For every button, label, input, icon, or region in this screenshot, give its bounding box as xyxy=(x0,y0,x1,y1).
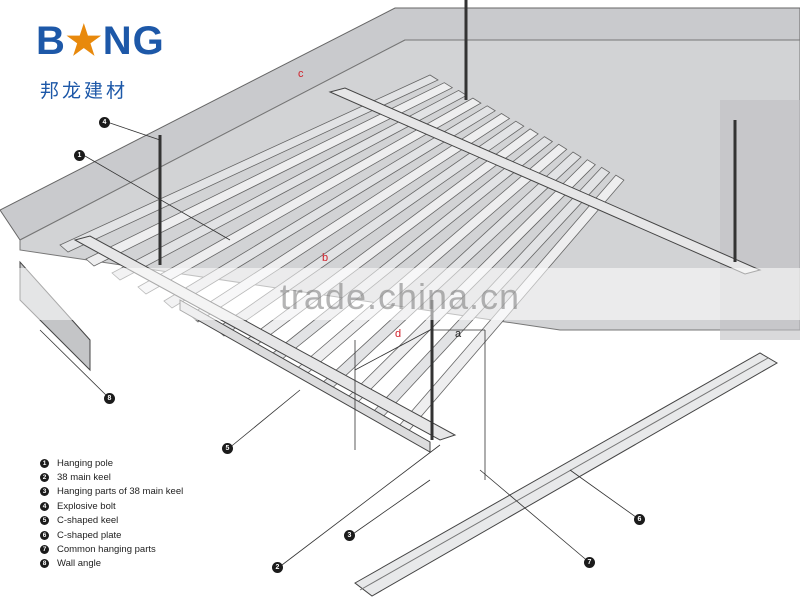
loose-c-plate-edge xyxy=(359,357,769,591)
legend-label: C-shaped plate xyxy=(57,529,122,541)
legend-row: 5 C-shaped keel xyxy=(40,514,240,528)
legend-row: 6 C-shaped plate xyxy=(40,528,240,542)
callout-1: 1 xyxy=(74,150,85,161)
legend-number: 3 xyxy=(40,487,49,497)
dimension-label-a: a xyxy=(455,328,462,340)
callout-5: 5 xyxy=(222,443,233,454)
logo-wordmark: B★NG xyxy=(36,18,165,64)
dimension-label-c: c xyxy=(298,68,304,80)
parts-legend: 1 Hanging pole 2 38 main keel 3 Hanging par… xyxy=(40,456,240,571)
leader-lines xyxy=(39,122,641,569)
legend-label: Wall angle xyxy=(57,558,102,570)
legend-row: 4 Explosive bolt xyxy=(40,499,240,513)
dimension-lines xyxy=(354,329,486,480)
brand-logo: B★NG 邦龙建材 xyxy=(36,18,206,108)
legend-number: 6 xyxy=(40,530,49,540)
dimension-label-b: b xyxy=(322,252,329,264)
watermark-band xyxy=(0,268,800,320)
watermark-text: trade.china.cn xyxy=(279,276,521,317)
legend-row: 2 38 main keel xyxy=(40,470,240,484)
dimension-label-d: d xyxy=(395,328,402,340)
callout-7: 7 xyxy=(584,557,595,568)
logo-star-icon: ★ xyxy=(65,19,103,63)
c-shaped-plate-strip xyxy=(85,82,454,267)
logo-letters-ng: NG xyxy=(102,19,165,63)
legend-number: 1 xyxy=(40,458,49,468)
legend-row: 3 Hanging parts of 38 main keel xyxy=(40,485,240,499)
logo-chinese-name: 邦龙建材 xyxy=(40,80,129,102)
legend-row: 7 Common hanging parts xyxy=(40,542,240,556)
callout-8: 8 xyxy=(104,393,115,404)
loose-c-plate xyxy=(354,352,778,597)
callout-3: 3 xyxy=(344,530,355,541)
legend-label: Hanging parts of 38 main keel xyxy=(57,486,184,498)
c-shaped-plate-strip xyxy=(59,74,439,253)
legend-number: 4 xyxy=(40,501,49,511)
legend-number: 7 xyxy=(40,545,49,555)
ceiling-slab xyxy=(19,39,800,331)
legend-label: Hanging pole xyxy=(57,457,113,469)
callout-4: 4 xyxy=(99,117,110,128)
legend-number: 8 xyxy=(40,559,49,569)
legend-number: 2 xyxy=(40,473,49,483)
legend-row: 8 Wall angle xyxy=(40,557,240,571)
logo-letter-b: B xyxy=(36,19,66,63)
legend-row: 1 Hanging pole xyxy=(40,456,240,470)
legend-label: Common hanging parts xyxy=(57,544,156,556)
legend-label: 38 main keel xyxy=(57,472,111,484)
callout-2: 2 xyxy=(272,562,283,573)
callout-6: 6 xyxy=(634,514,645,525)
legend-number: 5 xyxy=(40,516,49,526)
legend-label: C-shaped keel xyxy=(57,515,119,527)
legend-label: Explosive bolt xyxy=(57,500,116,512)
